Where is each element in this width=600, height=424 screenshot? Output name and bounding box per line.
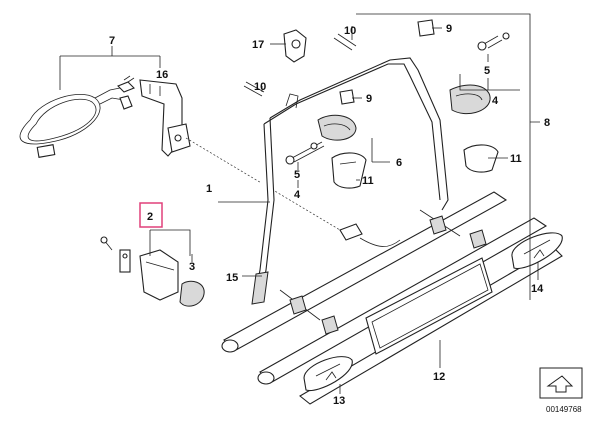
callout-9-left: 9 (366, 93, 372, 105)
callout-8: 8 (544, 117, 550, 129)
strap-right (463, 144, 499, 173)
view-direction-icon (539, 367, 583, 399)
bolt-set (285, 32, 510, 165)
highlight-box-2 (139, 202, 163, 228)
callout-13: 13 (333, 395, 345, 407)
license-plate-holder (365, 257, 493, 355)
callout-3: 3 (189, 261, 195, 273)
callout-4-right: 4 (492, 95, 499, 107)
bike-rails (221, 191, 563, 405)
callout-10-left: 10 (254, 81, 266, 93)
callout-16: 16 (156, 69, 168, 81)
wiring-harness (19, 75, 135, 158)
strap-left (331, 152, 367, 189)
tail-light-left (303, 356, 353, 392)
leader-lines (59, 13, 540, 394)
mounting-bracket (139, 79, 191, 157)
callout-5-left: 5 (294, 169, 300, 181)
tail-light-right (511, 232, 563, 269)
callout-1: 1 (206, 183, 212, 195)
cable-plug (339, 223, 401, 247)
clamp-upper-right (449, 84, 491, 115)
callout-10-top: 10 (344, 25, 356, 37)
callout-11-right: 11 (510, 153, 522, 165)
callout-2: 2 (147, 211, 153, 223)
callout-9-top: 9 (446, 23, 452, 35)
clamp-assembly-detail (100, 236, 205, 307)
callout-7: 7 (109, 35, 115, 47)
mount-clip-17 (283, 29, 307, 63)
callout-11-left: 11 (362, 175, 374, 187)
reference-number: 00149768 (546, 405, 582, 414)
callout-12: 12 (433, 371, 445, 383)
pin-10 (243, 33, 357, 97)
callout-14: 14 (531, 283, 544, 295)
callout-6: 6 (396, 157, 402, 169)
callout-15: 15 (226, 272, 238, 284)
callout-17: 17 (252, 39, 264, 51)
callout-5-right: 5 (484, 65, 490, 77)
knob-top (339, 19, 435, 105)
callout-4-left: 4 (294, 189, 301, 201)
clamp-upper-left (317, 114, 357, 141)
